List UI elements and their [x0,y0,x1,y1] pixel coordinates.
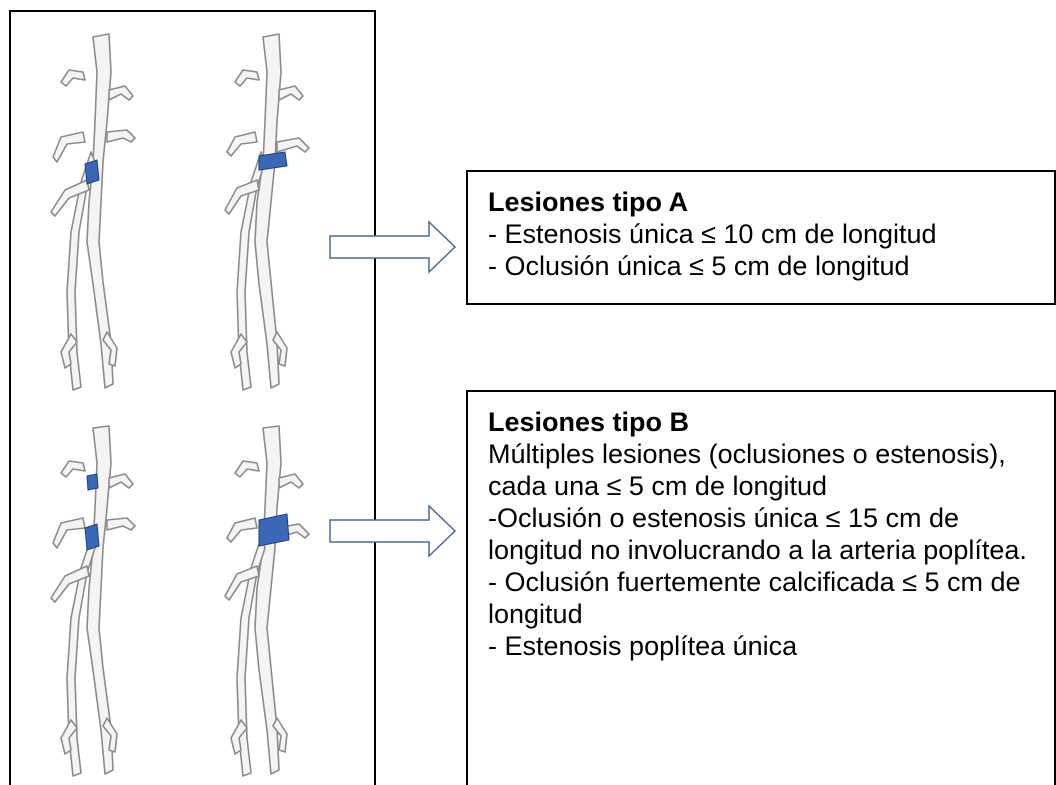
artery-diagram-left-b [21,408,191,785]
panel-type-b-illustration [9,408,376,785]
type-b-criterion: Múltiples lesiones (oclusiones o estenos… [488,438,1044,502]
type-b-description-box: Lesiones tipo B Múltiples lesiones (oclu… [466,390,1056,785]
type-a-title: Lesiones tipo A [488,186,1054,218]
type-b-criterion: - Estenosis poplítea única [488,630,1044,662]
panel-type-a-illustration [9,10,376,410]
arrow-to-type-b [329,504,457,558]
type-a-criterion: - Oclusión única ≤ 5 cm de longitud [488,250,1054,282]
artery-diagram-left-a [21,12,191,410]
type-b-criterion: - Oclusión fuertemente calcificada ≤ 5 c… [488,566,1044,630]
type-a-criterion: - Estenosis única ≤ 10 cm de longitud [488,218,1054,250]
lesion-marker [85,160,99,184]
type-b-criterion: -Oclusión o estenosis única ≤ 15 cm de l… [488,502,1044,566]
arrow-to-type-a [329,220,457,274]
lesion-marker [259,514,289,546]
artery-diagram-right-b [201,408,371,785]
type-b-title: Lesiones tipo B [488,406,1044,438]
artery-diagram-right-a [201,12,371,410]
type-a-description-box: Lesiones tipo A - Estenosis única ≤ 10 c… [466,170,1056,305]
